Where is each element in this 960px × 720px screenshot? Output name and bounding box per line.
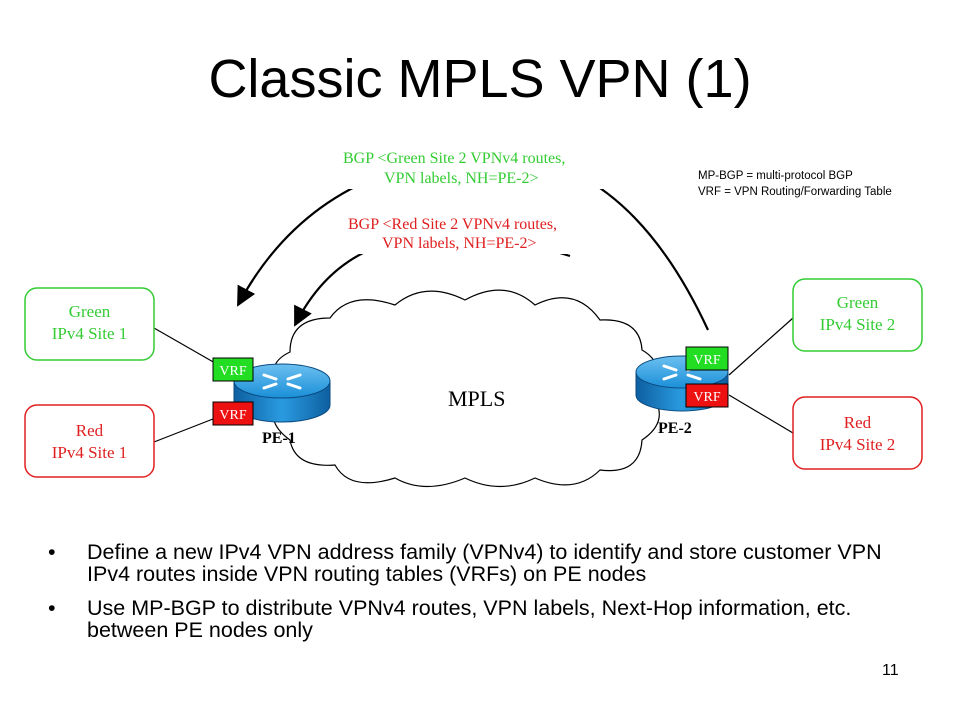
- svg-text:VRF: VRF: [693, 390, 720, 405]
- slide-title: Classic MPLS VPN (1): [208, 49, 752, 109]
- bgp-green-label-line1: BGP <Green Site 2 VPNv4 routes,: [343, 150, 565, 167]
- site-red-ipv4-1: Red IPv4 Site 1: [24, 404, 155, 478]
- mpls-cloud: [272, 289, 660, 487]
- page-number: 11: [882, 662, 899, 679]
- bgp-red-label-line2: VPN labels, NH=PE-2>: [382, 235, 536, 252]
- site-green-ipv4-1-line1: Green: [69, 302, 111, 321]
- bullet-list: • Define a new IPv4 VPN address family (…: [48, 541, 928, 653]
- site-red-ipv4-2-line2: IPv4 Site 2: [820, 435, 896, 454]
- bullet-marker: •: [48, 540, 56, 564]
- legend-line-mp-bgp: MP-BGP = multi-protocol BGP: [698, 170, 853, 182]
- router-pe1-label: PE-1: [262, 430, 296, 447]
- vrf-green-pe2: VRF: [685, 346, 729, 371]
- link-red-site2-pe2: [728, 394, 794, 434]
- link-green-site2-pe2: [728, 317, 794, 376]
- site-green-ipv4-2-line2: IPv4 Site 2: [820, 315, 896, 334]
- router-pe2-label: PE-2: [658, 420, 692, 437]
- bullet-text: Define a new IPv4 VPN address family (VP…: [87, 540, 882, 586]
- legend: MP-BGP = multi-protocol BGP VRF = VPN Ro…: [698, 168, 892, 200]
- bgp-green-label-line2: VPN labels, NH=PE-2>: [384, 170, 538, 187]
- site-red-ipv4-2: Red IPv4 Site 2: [792, 396, 923, 470]
- bullet-marker: •: [48, 596, 56, 620]
- bgp-red-label-line1: BGP <Red Site 2 VPNv4 routes,: [348, 216, 557, 233]
- site-green-ipv4-1: Green IPv4 Site 1: [24, 287, 155, 361]
- site-green-ipv4-1-line2: IPv4 Site 1: [52, 324, 128, 343]
- vrf-red-pe2: VRF: [685, 383, 729, 408]
- vrf-green-pe1: VRF: [212, 357, 254, 382]
- site-red-ipv4-2-line1: Red: [844, 413, 872, 432]
- svg-text:VRF: VRF: [693, 353, 720, 368]
- svg-text:VRF: VRF: [219, 364, 246, 379]
- mpls-cloud-label: MPLS: [448, 386, 505, 411]
- vrf-red-pe1: VRF: [212, 401, 254, 426]
- bullet-item-vpnv4: • Define a new IPv4 VPN address family (…: [48, 541, 928, 585]
- site-red-ipv4-1-line2: IPv4 Site 1: [52, 443, 128, 462]
- svg-text:VRF: VRF: [219, 408, 246, 423]
- site-red-ipv4-1-line1: Red: [76, 421, 104, 440]
- legend-line-vrf: VRF = VPN Routing/Forwarding Table: [698, 186, 892, 198]
- router-pe1-icon: [233, 363, 331, 423]
- bullet-item-mp-bgp: • Use MP-BGP to distribute VPNv4 routes,…: [48, 597, 928, 641]
- bullet-text: Use MP-BGP to distribute VPNv4 routes, V…: [87, 596, 852, 642]
- site-green-ipv4-2-line1: Green: [837, 293, 879, 312]
- site-green-ipv4-2: Green IPv4 Site 2: [792, 278, 923, 352]
